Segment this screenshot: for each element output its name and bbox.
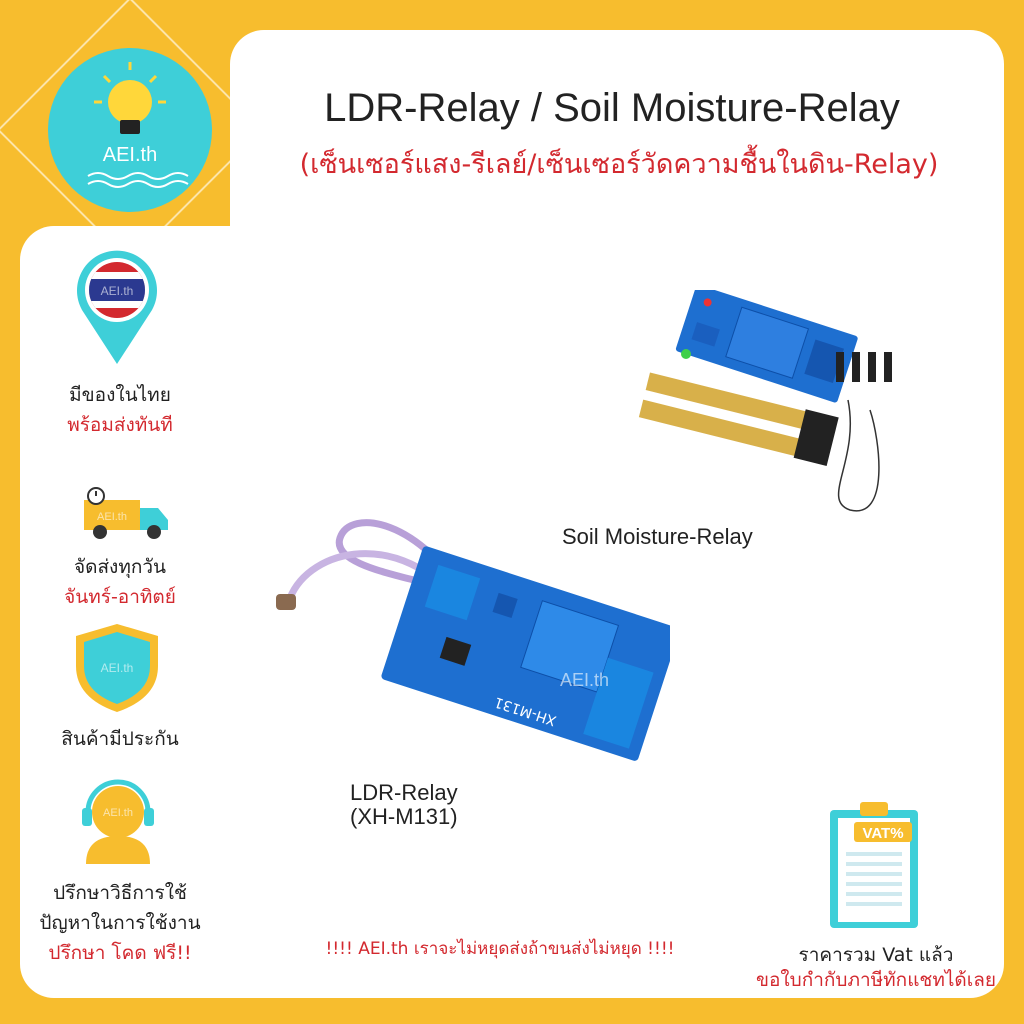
feature-warranty: สินค้ามีประกัน: [40, 724, 200, 754]
feature-line: มีของในไทย: [69, 384, 171, 406]
ldr-relay-caption: LDR-Relay (XH-M131): [350, 781, 458, 829]
logo-text: AEI.th: [102, 144, 158, 166]
soil-moisture-caption: Soil Moisture-Relay: [562, 524, 753, 549]
feature-line-highlight: ปรึกษา โคด ฟรี!!: [48, 942, 192, 964]
soil-moisture-relay-image: [638, 290, 892, 514]
caption-line: (XH-M131): [350, 804, 458, 829]
headset-support-icon: AEI.th: [82, 779, 154, 864]
feature-line-highlight: จันทร์-อาทิตย์: [64, 586, 176, 608]
feature-consult: ปรึกษาวิธีการใช้ ปัญหาในการใช้งาน ปรึกษา…: [34, 878, 206, 968]
lightbulb-icon: [87, 62, 189, 188]
feature-line: สินค้ามีประกัน: [61, 728, 179, 750]
feature-line: จัดส่งทุกวัน: [73, 556, 167, 578]
tax-invoice-text: ขอใบกำกับภาษีทักแชทได้เลย: [755, 969, 997, 991]
caption-line: LDR-Relay: [350, 780, 458, 805]
vat-invoice-icon: VAT%: [830, 802, 918, 928]
feature-daily-delivery: จัดส่งทุกวัน จันทร์-อาทิตย์: [40, 552, 200, 612]
delivery-truck-icon: AEI.th: [84, 487, 168, 539]
feature-line: ปัญหาในการใช้งาน: [39, 912, 201, 934]
brand-logo: AEI.th: [48, 48, 212, 212]
header-panel: [230, 30, 1004, 226]
vat-badge: VAT%: [862, 825, 903, 842]
shipping-notice: !!!! AEI.th เราจะไม่หยุดส่งถ้าขนส่งไม่หย…: [325, 939, 675, 959]
icon-watermark: AEI.th: [101, 284, 134, 298]
icon-watermark: AEI.th: [97, 511, 127, 523]
icon-watermark: AEI.th: [101, 661, 134, 675]
feature-in-stock: มีของในไทย พร้อมส่งทันที: [40, 380, 200, 440]
map-pin-flag-icon: AEI.th: [77, 250, 157, 364]
ldr-relay-image: XH-M131 AEI.th: [276, 519, 670, 761]
feature-line-highlight: พร้อมส่งทันที: [67, 414, 173, 436]
image-watermark: AEI.th: [560, 670, 609, 690]
feature-line: ปรึกษาวิธีการใช้: [53, 882, 187, 904]
shield-icon: AEI.th: [76, 624, 158, 712]
page-subtitle: (เซ็นเซอร์แสง-รีเลย์/เซ็นเซอร์วัดความชื้…: [299, 149, 939, 180]
vat-included-text: ราคารวม Vat แล้ว: [798, 944, 954, 966]
icon-watermark: AEI.th: [103, 807, 133, 819]
page-title: LDR-Relay / Soil Moisture-Relay: [324, 86, 900, 130]
